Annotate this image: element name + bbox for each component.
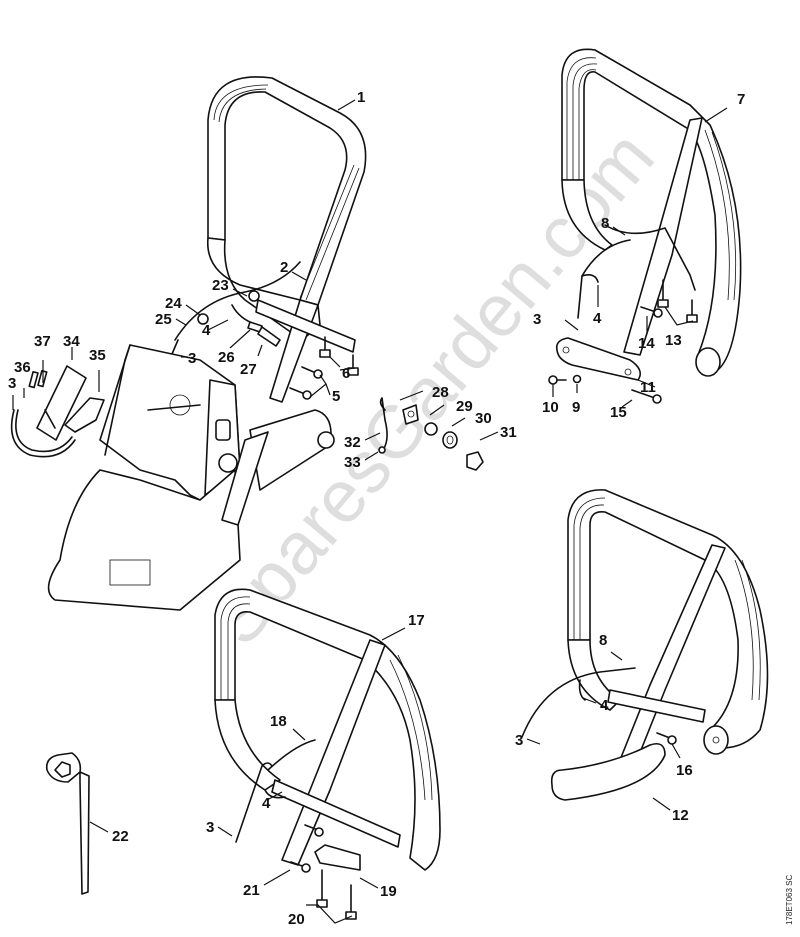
callout-11: 11	[640, 379, 656, 396]
callout-3: 3	[515, 732, 523, 749]
callout-1: 1	[357, 89, 365, 106]
callout-25: 25	[155, 311, 172, 328]
callout-10: 10	[542, 399, 559, 416]
callout-16: 16	[676, 762, 693, 779]
screws-13-14-15	[631, 279, 698, 404]
cable-bottom-right	[521, 667, 636, 738]
callout-4: 4	[202, 322, 211, 339]
handlebar-1	[207, 76, 367, 341]
callout-4: 4	[262, 795, 271, 812]
callout-30: 30	[475, 410, 492, 427]
part-34-block	[36, 365, 87, 441]
cable-assembly	[171, 261, 301, 355]
callout-3: 3	[188, 350, 196, 367]
callout-12: 12	[672, 807, 689, 824]
part-29-bushing	[424, 422, 438, 436]
part-31-nut	[466, 451, 484, 471]
leader-lines	[12, 99, 728, 924]
cable-top-right	[577, 239, 631, 319]
callout-19: 19	[380, 883, 397, 900]
handlebar-7	[561, 48, 742, 377]
callout-21: 21	[243, 882, 260, 899]
callout-3: 3	[533, 311, 541, 328]
callout-3: 3	[8, 375, 16, 392]
part-36-cable	[10, 409, 76, 458]
part-19-block	[314, 844, 361, 871]
part-30-washer	[442, 431, 458, 449]
part-32-33-wire	[378, 397, 388, 454]
screw-16	[656, 732, 677, 745]
callout-22: 22	[112, 828, 129, 845]
callout-31: 31	[500, 424, 517, 441]
handle-8-top	[604, 117, 703, 356]
callout-9: 9	[572, 399, 580, 416]
cross-bar-bottom-right	[607, 689, 706, 723]
callout-14: 14	[638, 335, 655, 352]
callout-20: 20	[288, 911, 305, 928]
parts-9-10	[548, 374, 582, 385]
callout-8: 8	[601, 215, 609, 232]
callout-33: 33	[344, 454, 361, 471]
callout-5: 5	[332, 388, 340, 405]
screws-20-21	[290, 824, 357, 920]
callout-4: 4	[593, 310, 602, 327]
callout-27: 27	[240, 361, 257, 378]
screws-5	[289, 366, 323, 400]
callout-34: 34	[63, 333, 80, 350]
part-11-handle	[555, 337, 641, 381]
callout-29: 29	[456, 398, 473, 415]
cross-bar-bottom	[271, 779, 401, 848]
screws-6	[319, 336, 359, 376]
chainsaw-housing	[47, 344, 335, 611]
part-28-plate	[402, 404, 419, 425]
callout-35: 35	[89, 347, 106, 364]
callout-15: 15	[610, 404, 627, 421]
callout-32: 32	[344, 434, 361, 451]
callout-18: 18	[270, 713, 287, 730]
cross-bracket	[255, 299, 356, 353]
drawing-code: 178ET063 SC	[785, 875, 794, 925]
part-37-pins	[28, 369, 48, 389]
callout-4: 4	[600, 697, 609, 714]
callout-2: 2	[280, 259, 288, 276]
callout-23: 23	[212, 277, 229, 294]
callout-36: 36	[14, 359, 31, 376]
callout-37: 37	[34, 333, 51, 350]
callout-24: 24	[165, 295, 182, 312]
callout-17: 17	[408, 612, 425, 629]
callout-7: 7	[737, 91, 745, 108]
callout-26: 26	[218, 349, 235, 366]
callout-labels: 1 2 3 3 3 3 3 4 4 4 4 5 6 7 8 8 9 10 11 …	[8, 89, 745, 928]
part-35-clip	[64, 397, 105, 433]
callout-6: 6	[342, 365, 350, 382]
callout-3: 3	[206, 819, 214, 836]
callout-8: 8	[599, 632, 607, 649]
wrench-22	[45, 752, 90, 895]
part-12-grip	[550, 742, 666, 801]
callout-13: 13	[665, 332, 682, 349]
callout-28: 28	[432, 384, 449, 401]
